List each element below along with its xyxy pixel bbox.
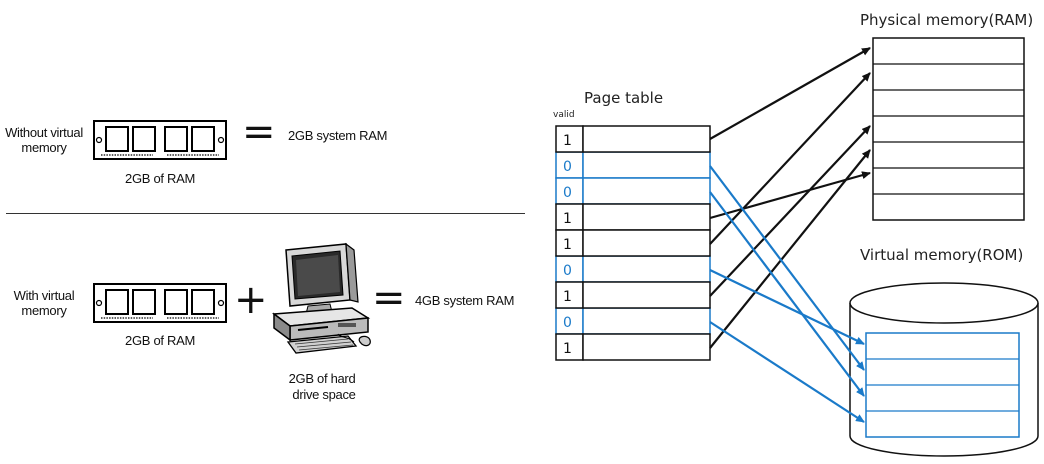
- page-table-row: 0: [555, 151, 711, 179]
- page-table-row: 1: [555, 281, 711, 309]
- ram-chip-icon: [93, 283, 227, 323]
- frame-number-cell: [582, 307, 711, 335]
- valid-bit-value: 1: [563, 289, 572, 305]
- page-table-row: 1: [555, 203, 711, 231]
- ram-caption: 2GB of RAM: [125, 333, 195, 348]
- frame-number-cell: [582, 281, 711, 309]
- page-table-row: 0: [555, 255, 711, 283]
- mapping-arrows: [709, 47, 871, 423]
- mapping-arrow-valid: [709, 149, 871, 349]
- mapping-arrow-invalid: [709, 321, 865, 423]
- valid-bit-value: 0: [563, 185, 572, 201]
- equals-sign: =: [372, 275, 406, 321]
- frame-number-cell: [582, 229, 711, 257]
- frame-number-cell: [582, 333, 711, 361]
- frame-number-cell: [582, 151, 711, 179]
- frame-number-cell: [582, 203, 711, 231]
- mapping-arrow-valid: [709, 171, 871, 220]
- valid-bit-cell: [555, 281, 584, 309]
- page-table-row: 0: [555, 177, 711, 205]
- with-virtual-memory-caption: With virtual memory: [13, 288, 75, 318]
- frame-number-cell: [582, 125, 711, 153]
- valid-bit-cell: [555, 203, 584, 231]
- page-table-row: 1: [555, 125, 711, 153]
- mapping-arrow-valid: [709, 125, 871, 297]
- ram-chip-icon: [93, 120, 227, 160]
- with-result-label: 4GB system RAM: [415, 293, 515, 308]
- valid-bit-cell: [555, 177, 584, 205]
- plus-sign: +: [234, 277, 268, 323]
- frame-number-cell: [582, 177, 711, 205]
- valid-column-label: valid: [553, 110, 575, 120]
- valid-bit-cell: [555, 229, 584, 257]
- computer-icon: [271, 242, 371, 354]
- page-table-row: 1: [555, 333, 711, 361]
- page-table: 0 0 0 0 1 1 1 1 1: [555, 125, 711, 361]
- disk-caption-line2: drive space: [292, 387, 356, 402]
- ram-caption: 2GB of RAM: [125, 171, 195, 186]
- valid-bit-value: 0: [563, 159, 572, 175]
- valid-bit-cell: [555, 125, 584, 153]
- valid-bit-value: 1: [563, 237, 572, 253]
- valid-bit-cell: [555, 151, 584, 179]
- mapping-arrow-invalid: [709, 269, 865, 345]
- mapping-arrow-invalid: [709, 191, 865, 397]
- valid-bit-value: 1: [563, 133, 572, 149]
- virtual-memory-title: Virtual memory(ROM): [860, 246, 1024, 264]
- valid-bit-value: 0: [563, 263, 572, 279]
- physical-memory-box: [872, 37, 1025, 221]
- page-table-title: Page table: [584, 89, 664, 107]
- physical-memory-frames: [872, 37, 1025, 221]
- page-table-row: 1: [555, 229, 711, 257]
- mapping-arrow-valid: [709, 72, 871, 245]
- frame-number-cell: [582, 255, 711, 283]
- valid-bit-value: 1: [563, 341, 572, 357]
- page-table-row: 0: [555, 307, 711, 335]
- section-divider: [6, 213, 525, 214]
- physical-memory-title: Physical memory(RAM): [860, 11, 1034, 29]
- mapping-arrow-invalid: [709, 165, 865, 371]
- disk-caption-line1: 2GB of hard: [288, 371, 356, 386]
- equals-sign: =: [242, 109, 276, 155]
- mapping-arrow-valid: [709, 47, 871, 140]
- virtual-memory-cylinder: [849, 282, 1039, 457]
- valid-bit-value: 1: [563, 211, 572, 227]
- valid-bit-value: 0: [563, 315, 572, 331]
- without-result-label: 2GB system RAM: [288, 128, 388, 143]
- without-virtual-memory-caption: Without virtual memory: [5, 125, 83, 155]
